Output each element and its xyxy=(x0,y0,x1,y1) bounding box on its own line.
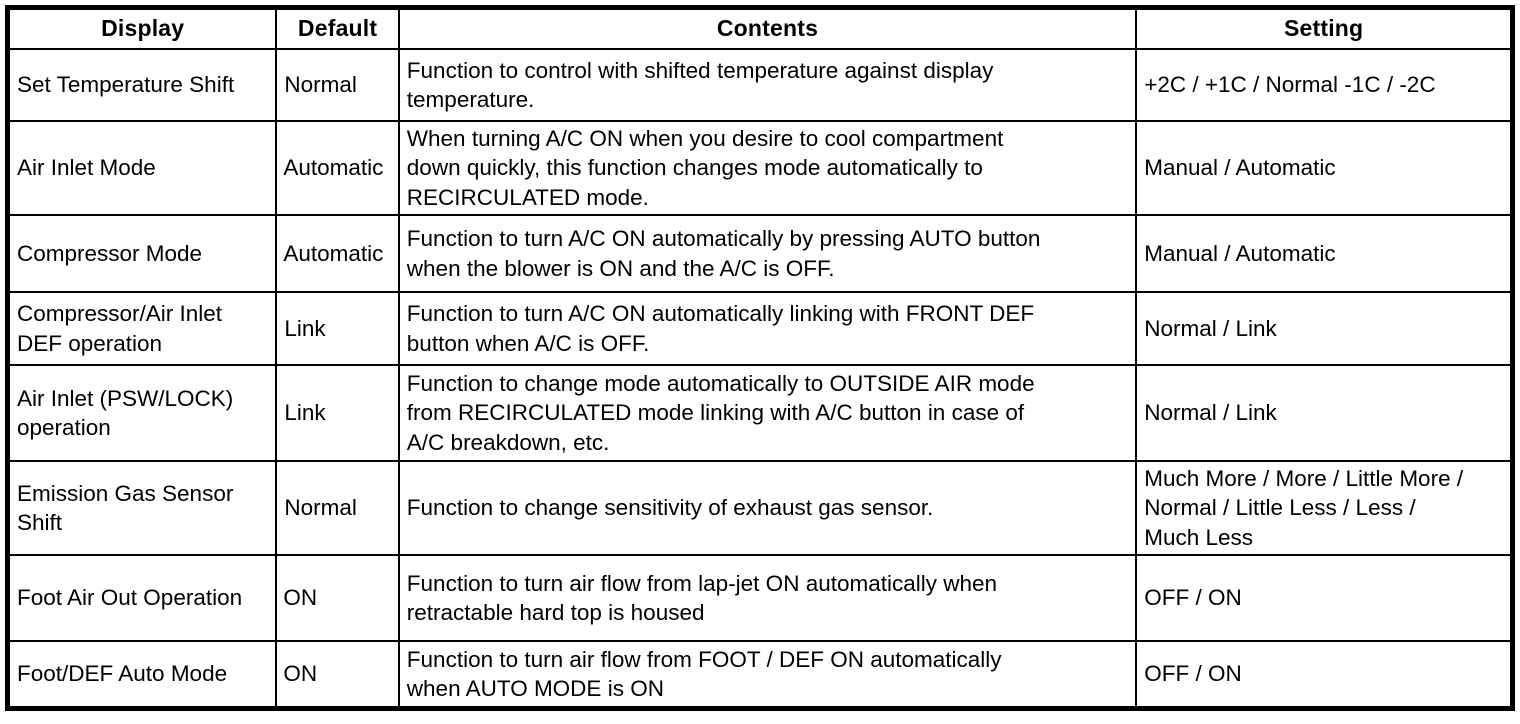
cell-display: Foot/DEF Auto Mode xyxy=(6,639,278,710)
cell-default-text: Normal xyxy=(284,72,357,98)
cell-default-text: Automatic xyxy=(283,155,384,181)
cell-contents: Function to turn air flow from FOOT / DE… xyxy=(397,639,1138,710)
table-row: Air Inlet Mode Automatic When turning A/… xyxy=(6,120,1514,216)
table-body: Set Temperature Shift Normal Function to… xyxy=(6,48,1514,710)
cell-display-text: Air Inlet (PSW/LOCK) operation xyxy=(17,385,234,440)
cell-setting: Normal / Link xyxy=(1135,364,1514,462)
cell-setting: OFF / ON xyxy=(1135,553,1514,642)
cell-display: Air Inlet (PSW/LOCK) operation xyxy=(6,364,278,462)
cell-setting: Manual / Automatic xyxy=(1135,120,1514,216)
cell-display-text: Emission Gas Sensor Shift xyxy=(17,480,234,535)
cell-display: Air Inlet Mode xyxy=(6,120,278,216)
cell-display-text: Foot/DEF Auto Mode xyxy=(17,661,228,687)
cell-contents: Function to control with shifted tempera… xyxy=(397,48,1138,122)
column-header-setting: Setting xyxy=(1135,6,1514,50)
column-header-contents: Contents xyxy=(397,6,1138,50)
table-row: Foot Air Out Operation ON Function to tu… xyxy=(6,553,1514,642)
cell-setting: Normal / Link xyxy=(1135,291,1514,366)
cell-default: Normal xyxy=(275,48,400,122)
cell-setting: Manual / Automatic xyxy=(1135,214,1514,293)
cell-contents-text: Function to turn A/C ON automatically li… xyxy=(406,301,1035,356)
cell-setting-text: +2C / +1C / Normal -1C / -2C xyxy=(1144,72,1436,98)
cell-setting: Much More / More / Little More / Normal … xyxy=(1135,460,1514,556)
cell-default-text: Link xyxy=(284,315,326,341)
cell-setting: OFF / ON xyxy=(1135,639,1514,710)
column-header-display: Display xyxy=(6,6,278,50)
cell-contents: When turning A/C ON when you desire to c… xyxy=(397,120,1138,216)
cell-default-text: Normal xyxy=(284,495,357,521)
cell-display: Foot Air Out Operation xyxy=(6,553,278,642)
column-header-default: Default xyxy=(275,6,400,50)
cell-default-text: Automatic xyxy=(283,240,384,266)
cell-setting-text: Much More / More / Little More / Normal … xyxy=(1144,466,1464,550)
cell-display: Compressor Mode xyxy=(6,214,278,293)
table-row: Foot/DEF Auto Mode ON Function to turn a… xyxy=(6,639,1514,710)
cell-default: Automatic xyxy=(275,120,400,216)
cell-default: ON xyxy=(275,639,400,710)
cell-contents: Function to change sensitivity of exhaus… xyxy=(397,460,1138,556)
cell-display-text: Set Temperature Shift xyxy=(17,72,235,98)
cell-contents-text: Function to turn air flow from lap-jet O… xyxy=(406,570,998,625)
table-row: Compressor/Air Inlet DEF operation Link … xyxy=(6,291,1514,366)
cell-contents-text: Function to change mode automatically to… xyxy=(406,371,1035,455)
cell-setting-text: Manual / Automatic xyxy=(1144,155,1336,181)
table-row: Set Temperature Shift Normal Function to… xyxy=(6,48,1514,122)
cell-default: Link xyxy=(275,364,400,462)
cell-default: Normal xyxy=(275,460,400,556)
cell-setting-text: Normal / Link xyxy=(1144,400,1277,426)
settings-specification-table: Display Default Contents Setting Set Tem… xyxy=(5,5,1515,711)
cell-default-text: ON xyxy=(283,585,318,611)
cell-default: Automatic xyxy=(275,214,400,293)
cell-default-text: ON xyxy=(283,661,318,687)
cell-setting: +2C / +1C / Normal -1C / -2C xyxy=(1135,48,1514,122)
table-header: Display Default Contents Setting xyxy=(6,6,1514,50)
cell-display: Set Temperature Shift xyxy=(6,48,278,122)
cell-contents: Function to turn air flow from lap-jet O… xyxy=(397,553,1138,642)
table-row: Compressor Mode Automatic Function to tu… xyxy=(6,214,1514,293)
cell-setting-text: Normal / Link xyxy=(1144,315,1277,341)
cell-display: Compressor/Air Inlet DEF operation xyxy=(6,291,278,366)
cell-display-text: Compressor Mode xyxy=(17,240,203,266)
cell-default: Link xyxy=(275,291,400,366)
cell-contents: Function to turn A/C ON automatically by… xyxy=(397,214,1138,293)
cell-contents-text: Function to change sensitivity of exhaus… xyxy=(406,495,934,521)
cell-contents: Function to change mode automatically to… xyxy=(397,364,1138,462)
table-row: Air Inlet (PSW/LOCK) operation Link Func… xyxy=(6,364,1514,462)
cell-display-text: Air Inlet Mode xyxy=(17,155,156,181)
table-header-row: Display Default Contents Setting xyxy=(6,6,1514,50)
cell-contents-text: When turning A/C ON when you desire to c… xyxy=(406,126,1004,210)
cell-setting-text: OFF / ON xyxy=(1144,661,1242,687)
cell-default: ON xyxy=(275,553,400,642)
cell-display-text: Compressor/Air Inlet DEF operation xyxy=(17,301,223,356)
cell-setting-text: Manual / Automatic xyxy=(1144,240,1336,266)
cell-contents-text: Function to turn air flow from FOOT / DE… xyxy=(406,646,1002,701)
cell-default-text: Link xyxy=(284,400,326,426)
cell-display-text: Foot Air Out Operation xyxy=(17,585,243,611)
cell-setting-text: OFF / ON xyxy=(1144,585,1242,611)
cell-display: Emission Gas Sensor Shift xyxy=(6,460,278,556)
cell-contents-text: Function to turn A/C ON automatically by… xyxy=(406,226,1041,281)
table-row: Emission Gas Sensor Shift Normal Functio… xyxy=(6,460,1514,556)
cell-contents-text: Function to control with shifted tempera… xyxy=(406,57,994,112)
cell-contents: Function to turn A/C ON automatically li… xyxy=(397,291,1138,366)
